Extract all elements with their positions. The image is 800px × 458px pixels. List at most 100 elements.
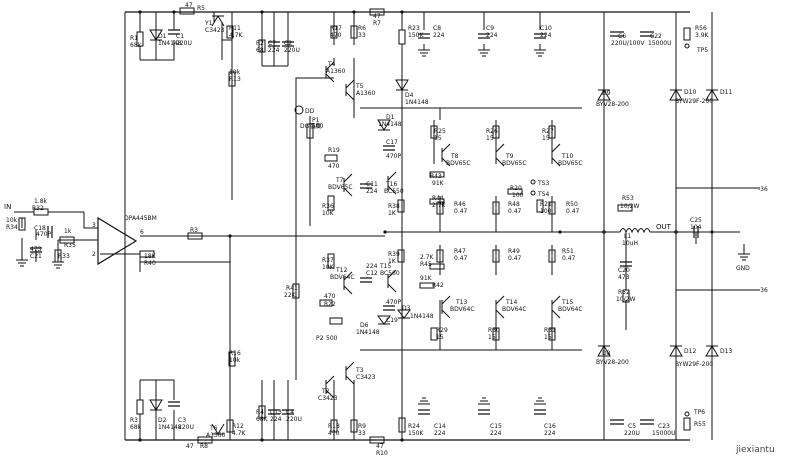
label-t10-value: BDV65C — [558, 160, 583, 167]
testpoint-ts3 — [530, 179, 536, 185]
capacitor-c22 — [640, 31, 654, 37]
capacitor-c4 — [282, 409, 294, 415]
capacitor-c2 — [282, 41, 294, 47]
capacitor-c20 — [620, 261, 632, 267]
resistor-r39 — [397, 249, 405, 263]
label-r52-value: 10/2W — [616, 296, 635, 303]
label-t4-value: A1360 — [326, 68, 346, 75]
label-out: OUT — [656, 223, 672, 231]
label-d1b: D1 — [386, 114, 395, 121]
label-r4-value: 68K — [256, 416, 269, 423]
resistor-r34 — [18, 217, 26, 231]
inductor-l1 — [619, 228, 651, 234]
resistor-r26 — [492, 125, 500, 139]
diode-d8 — [597, 345, 611, 357]
label-d11: D11 — [720, 89, 732, 96]
wires — [14, 11, 760, 441]
label-c23: C23 — [658, 423, 670, 430]
label-c10-value: 224 — [540, 32, 552, 39]
label-r32: R32 — [32, 205, 44, 212]
thermal-sensor-dd — [294, 105, 304, 115]
label-p2-value: 500 — [326, 335, 338, 342]
label-r1-value: 68k — [130, 42, 142, 49]
capacitor-c21 — [30, 247, 42, 253]
label-d9-value: BYV28-200 — [596, 101, 629, 108]
label-r30: R30 — [488, 327, 500, 334]
label-r3-value: 68k — [130, 424, 142, 431]
label-c9-value: 224 — [486, 32, 498, 39]
label-dd: DD — [305, 108, 315, 115]
label-r32-value: 1.8k — [34, 198, 48, 205]
label-r50-value: 0.47 — [566, 208, 580, 215]
label-c13: C13 — [270, 409, 282, 416]
resistor-r18 — [330, 419, 338, 433]
label-c18: C18 — [34, 225, 46, 232]
resistor-r42 — [419, 282, 435, 289]
label-c5: C5 — [628, 423, 636, 430]
label-r48-value: 0.47 — [508, 208, 522, 215]
ground-symbol-5 — [478, 49, 490, 57]
label-c17: C17 — [386, 139, 398, 146]
label-t3-value: C3423 — [356, 374, 376, 381]
label-c8-value: 224 — [433, 32, 445, 39]
label-t13: T13 — [455, 299, 467, 306]
label-r23: R23 — [408, 25, 420, 32]
label-r3: R3 — [130, 417, 138, 424]
resistor-r3 — [136, 399, 144, 415]
ground-symbol-2 — [16, 259, 28, 267]
label-t14: T14 — [505, 299, 517, 306]
resistor-r38 — [397, 199, 405, 213]
label-r44: R44 — [432, 195, 444, 202]
ground-symbol-6 — [534, 49, 546, 57]
label-r17: R17 — [330, 25, 342, 32]
resistor-r49 — [492, 249, 500, 263]
label-c7: C7 — [268, 40, 276, 47]
label-c10: C10 — [540, 25, 552, 32]
label-r26-value: 15 — [486, 135, 494, 142]
label-r3-mid: R3 — [190, 227, 198, 234]
label-r41-value: 22K — [284, 292, 297, 299]
transistor-t9 — [495, 143, 505, 167]
transistor-t13 — [441, 295, 451, 319]
capacitor-c3 — [168, 401, 180, 407]
label-t10: T10 — [561, 153, 573, 160]
label-d12: D12 — [684, 348, 696, 355]
label-c20: C20 — [618, 267, 630, 274]
label-c11: C11 — [366, 181, 378, 188]
label-ts4: TS4 — [537, 191, 549, 198]
diode-d10 — [669, 89, 683, 101]
label-c21-value: 473 — [30, 246, 42, 253]
label-r27: R27 — [542, 128, 554, 135]
resistor-r13 — [228, 71, 236, 87]
label-d8: D8 — [602, 350, 611, 357]
label-dd-value: DG温度 — [300, 122, 321, 130]
capacitor-c14 — [418, 409, 430, 415]
label-t16: T16 — [385, 181, 397, 188]
label-r36-value: 10K — [322, 210, 335, 217]
label-r47-value: 0.47 — [454, 255, 468, 262]
label-r19: R19 — [328, 147, 340, 154]
label-r26: R26 — [486, 128, 498, 135]
label-r5: R5 — [197, 5, 205, 12]
label-r37-value: 10K — [322, 264, 335, 271]
label-r36: R36 — [322, 203, 334, 210]
ground-symbol-1 — [738, 253, 750, 261]
diode-d12 — [669, 345, 683, 357]
label-t16-value: BC550 — [384, 188, 404, 195]
label-r2: R2 — [256, 40, 264, 47]
label-r48: R48 — [508, 201, 520, 208]
label-r38: R38 — [388, 203, 400, 210]
resistor-r37 — [327, 253, 335, 269]
capacitor-c23 — [640, 419, 654, 425]
label-t13-value: BDV64C — [450, 306, 475, 313]
label-c5-value: 220U — [624, 430, 640, 437]
label-t6: T6 — [209, 425, 218, 432]
label-r2-value: 68 — [256, 47, 264, 54]
label-l1: L1 — [624, 233, 631, 240]
label-t15: T15 — [561, 299, 573, 306]
resistor-r7 — [369, 8, 385, 16]
label-c20-value: 473 — [618, 274, 630, 281]
label-r4: R4 — [256, 409, 264, 416]
label-r38-value: 1K — [388, 210, 397, 217]
label-y1-value: C3423 — [205, 27, 225, 34]
